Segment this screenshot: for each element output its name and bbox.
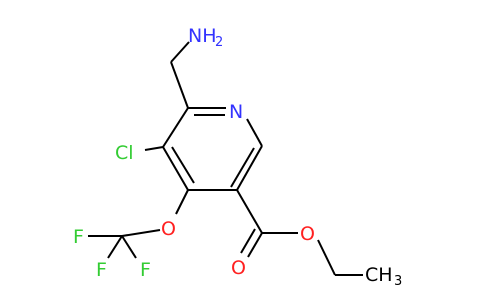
ether-oxygen-label: O xyxy=(161,218,176,240)
bond-c6-c5-inner xyxy=(230,147,255,188)
bond-o-ch2 xyxy=(317,239,336,276)
bond-c5-cester xyxy=(236,189,263,234)
bond-ch2-nh2 xyxy=(170,41,190,63)
bond-cf3-f3 xyxy=(121,235,137,259)
carbonyl-oxygen-label: O xyxy=(231,257,246,279)
chlorine-label: Cl xyxy=(115,142,134,164)
bond-cester-o-double-2 xyxy=(240,228,256,254)
bond-c4-c3-inner xyxy=(171,146,195,184)
bond-o-cf3 xyxy=(121,229,161,237)
bond-cf3-f2 xyxy=(107,235,123,259)
fluorine-left-label: F xyxy=(73,226,84,248)
methyl-subscript: 3 xyxy=(394,274,402,289)
bond-c6-c5 xyxy=(236,145,263,191)
bonds xyxy=(88,41,363,276)
bond-ch2-c2 xyxy=(170,61,189,109)
fluorine-bottom-right-label: F xyxy=(140,259,151,281)
methyl-label: CH xyxy=(365,264,393,286)
bond-c3-cl xyxy=(144,146,164,151)
ring-nitrogen-label: N xyxy=(229,101,243,123)
bond-c3-c2 xyxy=(162,107,189,148)
bond-n-c6 xyxy=(246,118,263,147)
amine-label: NH xyxy=(188,25,217,47)
bond-c4-o xyxy=(175,189,189,215)
fluorine-bottom-left-label: F xyxy=(96,259,107,281)
amine-subscript: 2 xyxy=(215,35,223,50)
bond-c4-c3 xyxy=(162,146,189,191)
ester-oxygen-label: O xyxy=(300,223,315,245)
atom-labels: NH 2 N Cl O F F F O O CH 3 xyxy=(73,25,402,289)
bond-cester-o-double xyxy=(247,232,263,258)
